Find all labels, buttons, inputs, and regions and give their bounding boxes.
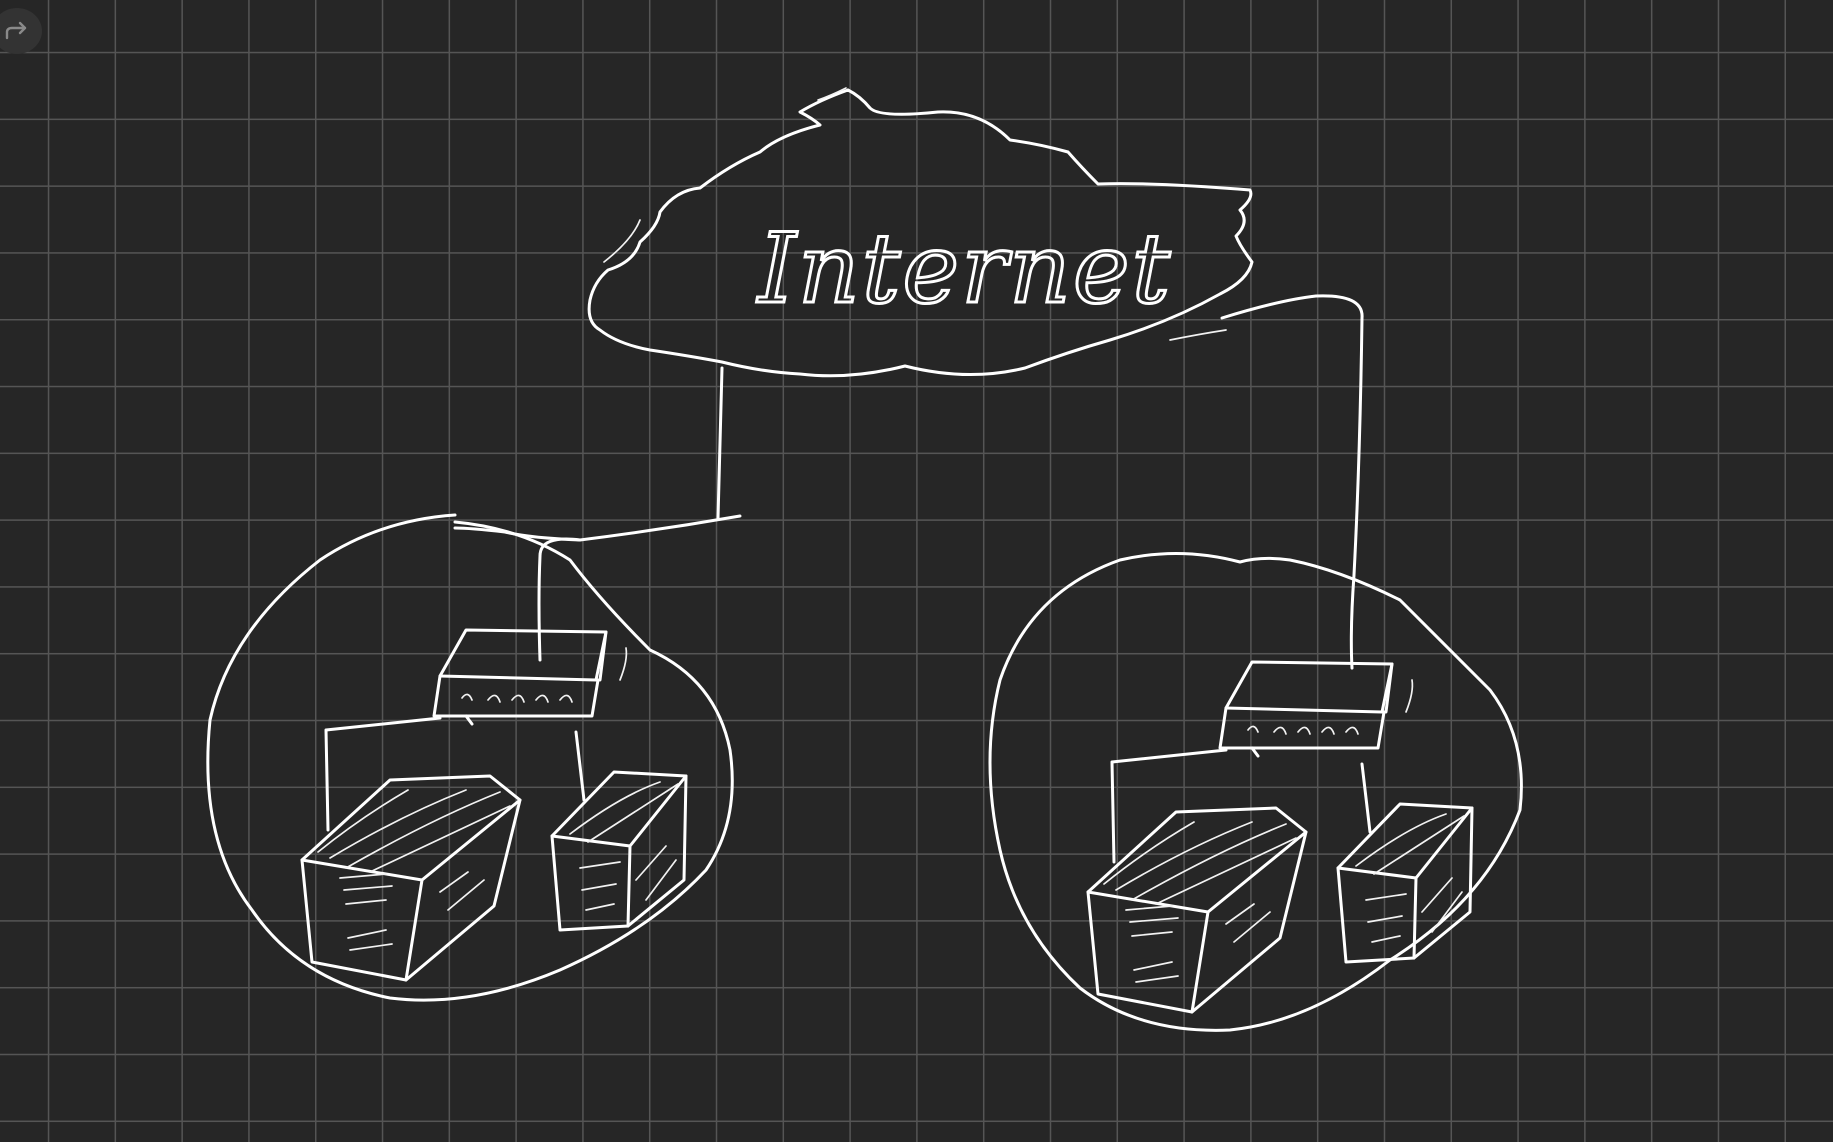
left-pc-2	[550, 770, 688, 932]
right-switch	[1218, 660, 1414, 758]
left-switch	[432, 628, 628, 726]
left-network	[206, 513, 734, 1002]
right-pc-1	[1086, 806, 1308, 1014]
redo-button[interactable]	[0, 8, 42, 54]
uplink-right	[1220, 294, 1364, 670]
right-network	[988, 552, 1523, 1032]
internet-label: Internet	[756, 213, 1172, 325]
redo-arrow-icon	[5, 21, 27, 40]
uplink-left	[453, 366, 742, 662]
right-pc-2	[1336, 802, 1474, 964]
left-pc-1	[300, 774, 522, 982]
internet-cloud	[587, 87, 1254, 378]
